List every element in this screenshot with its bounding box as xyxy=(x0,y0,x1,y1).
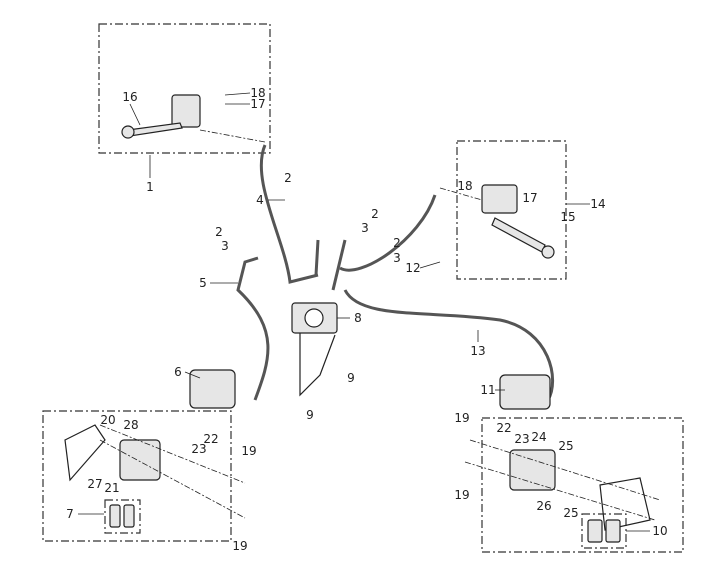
hose-12 xyxy=(339,194,437,272)
rear-lever xyxy=(491,217,546,253)
callout-label: 14 xyxy=(590,197,606,211)
callout-label: 17 xyxy=(250,97,266,111)
rear-master-cylinder xyxy=(481,184,518,214)
callout-label: 24 xyxy=(531,430,547,444)
rear-caliper-group-box xyxy=(481,417,684,553)
pipe-upper xyxy=(314,239,347,291)
hose-13 xyxy=(343,289,555,401)
hose-5 xyxy=(236,256,270,401)
callout-label: 16 xyxy=(122,90,138,104)
callout-label: 2 xyxy=(393,236,401,250)
callout-label: 3 xyxy=(221,239,229,253)
front-master-cylinder-group-box xyxy=(98,23,271,154)
callout-label: 8 xyxy=(354,311,362,325)
callout-label: 5 xyxy=(199,276,207,290)
rear-caliper-body-exploded xyxy=(509,449,556,491)
callout-label: 9 xyxy=(347,371,355,385)
callout-label: 2 xyxy=(371,207,379,221)
callout-label: 21 xyxy=(104,481,120,495)
callout-label: 23 xyxy=(191,442,207,456)
callout-label: 19 xyxy=(454,488,470,502)
callout-label: 19 xyxy=(454,411,470,425)
callout-label: 27 xyxy=(87,477,103,491)
callout-label: 18 xyxy=(250,86,266,100)
callout-label: 28 xyxy=(123,418,139,432)
abs-bracket xyxy=(299,333,336,397)
front-pad-box xyxy=(104,499,141,534)
callout-label: 25 xyxy=(563,506,579,520)
callout-label: 19 xyxy=(232,539,248,553)
callout-label: 1 xyxy=(146,180,154,194)
callout-label: 4 xyxy=(256,193,264,207)
front-caliper-body-exploded xyxy=(119,439,161,481)
leader-lines xyxy=(78,92,650,532)
front-master-cylinder xyxy=(171,94,201,128)
callout-label: 22 xyxy=(496,421,512,435)
callout-label: 26 xyxy=(536,499,552,513)
callout-label: 19 xyxy=(241,444,257,458)
front-caliper-bracket xyxy=(64,424,106,482)
callout-label: 12 xyxy=(405,261,421,275)
callout-label: 9 xyxy=(306,408,314,422)
hose-4 xyxy=(259,144,319,284)
callout-label: 7 xyxy=(66,507,74,521)
callout-label: 13 xyxy=(470,344,486,358)
callout-label: 15 xyxy=(560,210,576,224)
rear-caliper-bracket xyxy=(599,477,651,531)
callout-label: 2 xyxy=(284,171,292,185)
callout-label: 17 xyxy=(522,191,538,205)
callout-label: 3 xyxy=(361,221,369,235)
rear-master-cylinder-group-box xyxy=(456,140,567,280)
callout-label: 2 xyxy=(215,225,223,239)
rear-caliper xyxy=(499,374,551,410)
callout-label: 6 xyxy=(174,365,182,379)
callout-label: 18 xyxy=(457,179,473,193)
front-caliper-group-box xyxy=(42,410,232,542)
callout-label: 11 xyxy=(480,383,496,397)
front-caliper xyxy=(189,369,236,409)
callout-label: 22 xyxy=(203,432,219,446)
callout-label: 23 xyxy=(514,432,530,446)
callout-label: 3 xyxy=(393,251,401,265)
callout-label: 20 xyxy=(100,413,116,427)
callout-label: 10 xyxy=(652,524,668,538)
callout-label: 25 xyxy=(558,439,574,453)
front-lever xyxy=(127,122,183,137)
